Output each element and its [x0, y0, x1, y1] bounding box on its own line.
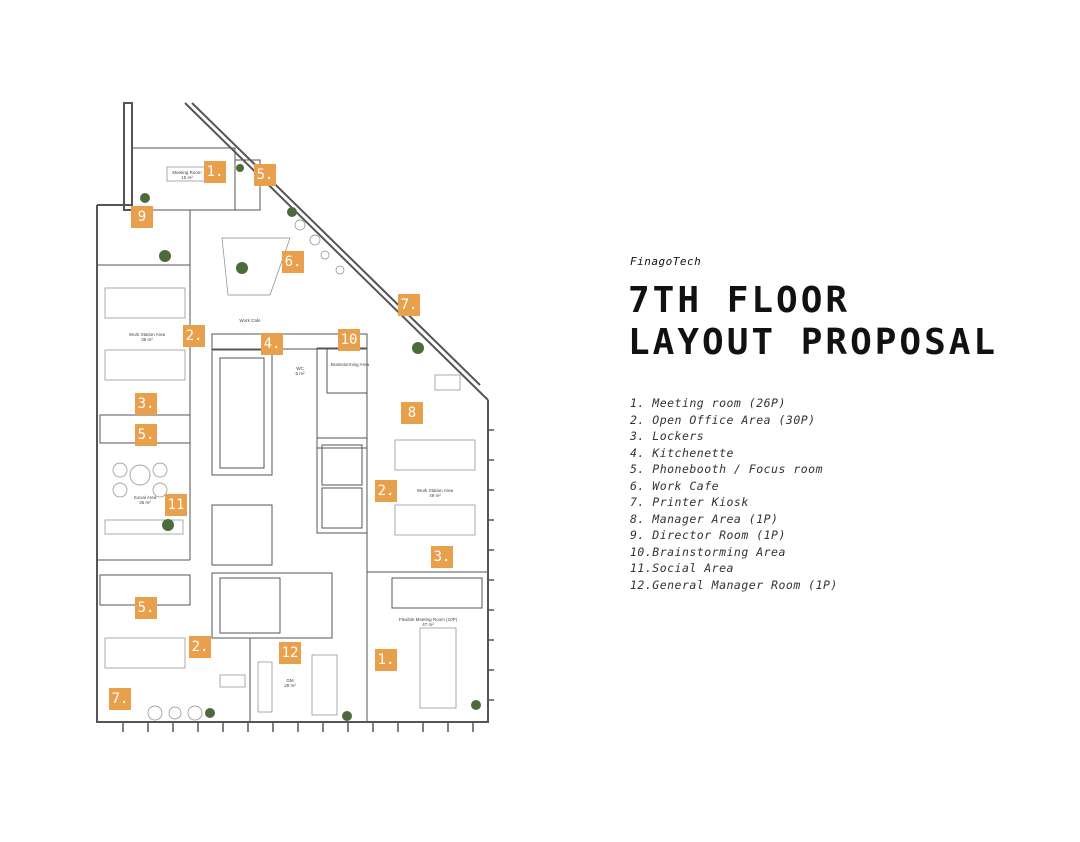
room-name: GM — [286, 678, 294, 683]
marker-brainstorming: 10 — [338, 329, 360, 351]
title-line-2: LAYOUT PROPOSAL — [628, 322, 999, 363]
room-area: 47 m² — [422, 622, 434, 627]
legend-item: 6. Work Cafe — [630, 478, 720, 493]
room-name: Flexible Meeting Room (10P) — [398, 617, 458, 622]
marker-meeting-room: 1. — [204, 161, 226, 183]
room-name: Brainstorming Area — [330, 362, 370, 367]
legend-item: 9. Director Room (1P) — [630, 528, 786, 542]
columns — [122, 429, 494, 732]
legend-item: 8. Manager Area (1P) — [630, 511, 779, 526]
room-area: 15 m² — [181, 175, 193, 180]
legend-item: 3. Lockers — [630, 429, 705, 443]
legend-item: 11.Social Area — [630, 561, 734, 575]
marker-open-office: 2. — [183, 325, 205, 347]
marker-lockers: 3. — [135, 393, 157, 415]
room-area: 6 m² — [295, 371, 305, 376]
legend-item: 5. Phonebooth / Focus room — [630, 462, 824, 476]
room-label: Flexible Meeting Room (10P)47 m² — [399, 617, 457, 627]
marker-director-room: 9 — [131, 206, 153, 228]
legend-item: 4. Kitchenette — [630, 445, 734, 460]
marker-social-area: 11 — [165, 494, 187, 516]
marker-open-office: 2. — [375, 480, 397, 502]
marker-lockers: 3. — [431, 546, 453, 568]
furniture — [104, 166, 476, 721]
legend-item: 10.Brainstorming Area — [630, 544, 786, 559]
room-area: 28 m² — [284, 683, 296, 688]
marker-flexible-meeting: 1. — [375, 649, 397, 671]
legend-item: 1. Meeting room (26P) — [630, 396, 786, 410]
marker-phonebooth: 5. — [135, 597, 157, 619]
marker-printer-kiosk: 7. — [109, 688, 131, 710]
room-area: 49 m² — [429, 493, 441, 498]
legend-item: 7. Printer Kiosk — [630, 495, 749, 509]
marker-kitchenette: 4. — [261, 333, 283, 355]
title-line-1: 7TH FLOOR — [628, 280, 851, 321]
marker-gm-room: 12 — [279, 642, 301, 664]
legend-item: 2. Open Office Area (30P) — [630, 412, 816, 427]
plants — [140, 164, 481, 721]
room-name: Work Station Area — [416, 488, 454, 493]
brand-name: FinagoTech — [630, 255, 702, 268]
room-name: Social Area — [133, 495, 157, 500]
room-name: Work Cafe — [239, 318, 261, 323]
room-name: Work Station Area — [128, 332, 166, 337]
room-name: WC — [296, 366, 304, 371]
marker-manager-area: 8 — [401, 402, 423, 424]
room-area: 38 m² — [141, 337, 153, 342]
room-label: Work Cafe — [239, 318, 260, 323]
interior-walls — [97, 147, 488, 722]
marker-printer-kiosk: 7. — [398, 294, 420, 316]
marker-phonebooth: 5. — [254, 164, 276, 186]
legend-list: 1. Meeting room (26P) 2. Open Office Are… — [630, 395, 838, 593]
page-title: 7TH FLOOR LAYOUT PROPOSAL — [628, 280, 998, 364]
room-name: Meeting Room — [172, 170, 202, 175]
legend-item: 12.General Manager Room (1P) — [630, 577, 838, 592]
room-area: 35 m² — [139, 500, 151, 505]
room-label: Brainstorming Area — [331, 362, 369, 367]
marker-open-office: 2. — [189, 636, 211, 658]
marker-phonebooth: 5. — [135, 424, 157, 446]
marker-work-cafe: 6. — [282, 251, 304, 273]
